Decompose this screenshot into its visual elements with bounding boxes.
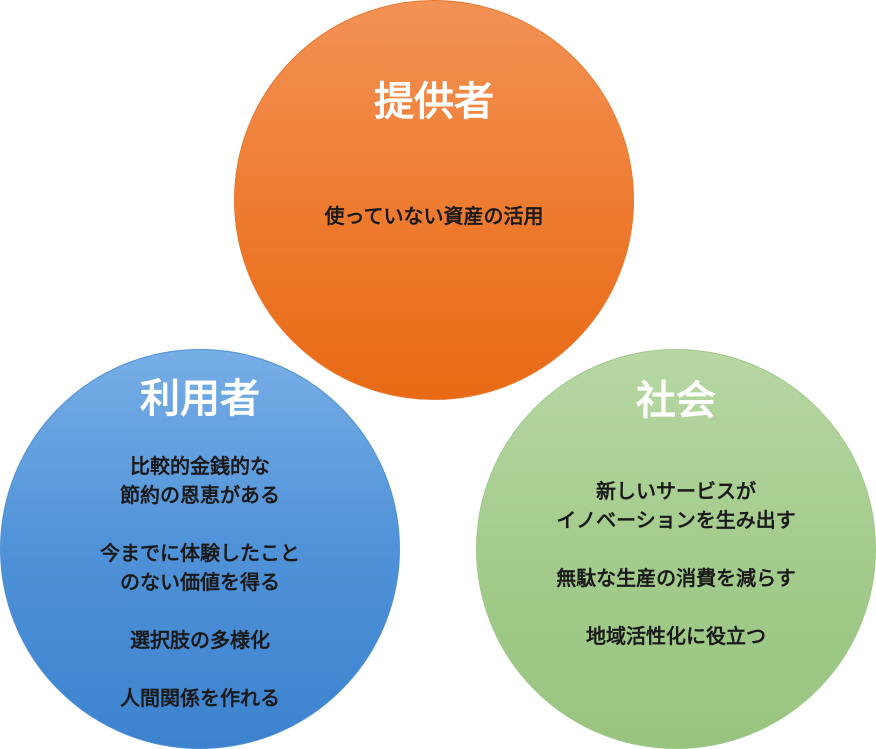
society-title: 社会: [636, 378, 716, 424]
benefit-line: 使っていない資産の活用: [324, 204, 544, 228]
benefit-line: 地域活性化に役立つ: [586, 624, 766, 648]
user-benefit: 今までに体験したこと のない価値を得る: [1, 539, 399, 597]
society-circle: 社会 新しいサービスが イノベーションを生み出す 無駄な生産の消費を減らす 地域…: [476, 349, 876, 749]
society-benefit: 無駄な生産の消費を減らす: [477, 564, 875, 593]
provider-title: 提供者: [374, 79, 494, 125]
benefit-line: イノベーションを生み出す: [556, 508, 796, 532]
provider-benefit: 使っていない資産の活用: [235, 202, 633, 231]
society-benefits: 新しいサービスが イノベーションを生み出す 無駄な生産の消費を減らす 地域活性化…: [477, 477, 875, 651]
user-title: 利用者: [140, 376, 260, 422]
user-circle: 利用者 比較的金銭的な 節約の恩恵がある 今までに体験したこと のない価値を得る…: [0, 349, 400, 749]
benefit-line: 新しいサービスが: [596, 479, 756, 503]
benefit-line: 選択肢の多様化: [130, 628, 270, 652]
benefit-line: 節約の恩恵がある: [120, 483, 280, 507]
user-benefit: 人間関係を作れる: [1, 684, 399, 713]
society-benefit: 新しいサービスが イノベーションを生み出す: [477, 477, 875, 535]
benefit-line: のない価値を得る: [120, 570, 280, 594]
user-benefit: 選択肢の多様化: [1, 626, 399, 655]
benefit-line: 比較的金銭的な: [130, 454, 270, 478]
society-benefit: 地域活性化に役立つ: [477, 622, 875, 651]
provider-circle: 提供者 使っていない資産の活用: [234, 0, 634, 400]
user-benefits: 比較的金銭的な 節約の恩恵がある 今までに体験したこと のない価値を得る 選択肢…: [1, 452, 399, 713]
benefit-line: 無駄な生産の消費を減らす: [556, 566, 796, 590]
provider-benefits: 使っていない資産の活用: [235, 202, 633, 231]
benefit-line: 今までに体験したこと: [100, 541, 300, 565]
benefit-line: 人間関係を作れる: [120, 686, 280, 710]
user-benefit: 比較的金銭的な 節約の恩恵がある: [1, 452, 399, 510]
